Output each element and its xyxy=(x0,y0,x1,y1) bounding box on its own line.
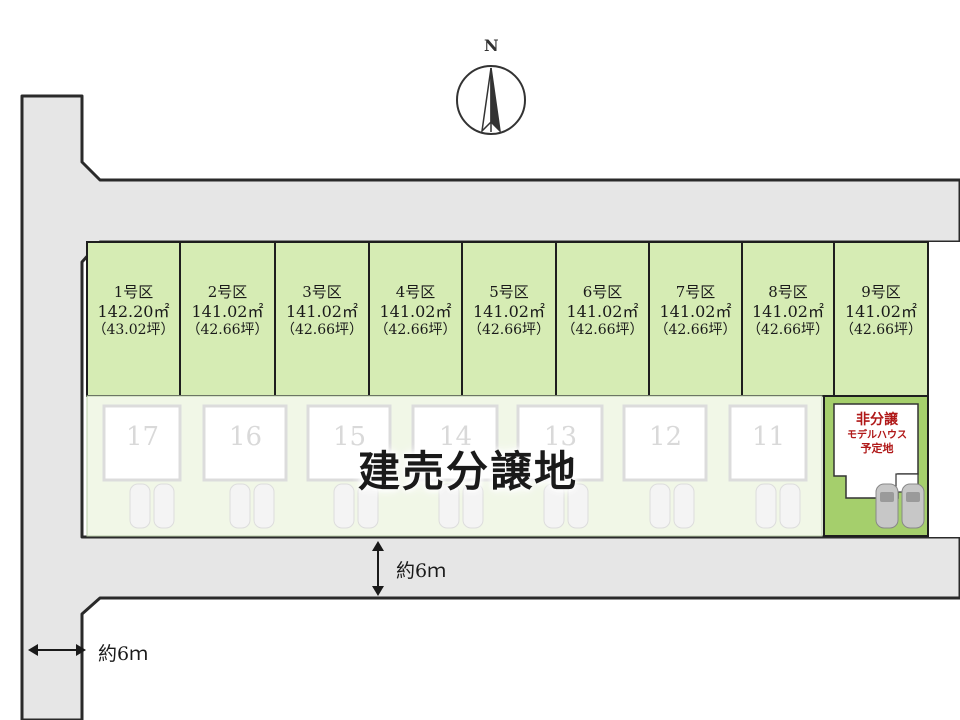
lot-8 xyxy=(741,241,835,397)
lot-area: 141.02㎡ xyxy=(191,301,264,321)
existing-houses xyxy=(102,404,808,529)
site-title: 建売分譲地 xyxy=(358,447,579,496)
lot-name: 1号区 xyxy=(113,283,154,301)
lot-name: 5号区 xyxy=(489,283,529,301)
car-icon xyxy=(253,483,275,529)
model-line-3: 予定地 xyxy=(860,442,894,455)
lot-name: 8号区 xyxy=(768,283,808,301)
existing-house-outline xyxy=(202,404,288,482)
car-icon xyxy=(438,483,460,529)
car-icon xyxy=(875,483,899,529)
house-number: 14 xyxy=(439,422,473,452)
house-number: 13 xyxy=(544,422,578,452)
car-icon xyxy=(462,483,484,529)
existing-house-outline xyxy=(728,404,808,482)
car-icon xyxy=(567,483,589,529)
house-number: 16 xyxy=(229,422,263,452)
lot-name: 4号区 xyxy=(395,283,436,301)
car-icon xyxy=(229,483,251,529)
car-icon xyxy=(543,483,565,529)
road-width-label-horizontal: 約6ｍ xyxy=(396,560,447,582)
car-icon xyxy=(153,483,175,529)
model-line-2: モデルハウス xyxy=(847,429,907,441)
lot-name: 6号区 xyxy=(582,283,623,301)
model-house-lot xyxy=(823,395,929,537)
lot-tsubo: （43.02坪） xyxy=(92,321,175,338)
lot-tsubo: （42.66坪） xyxy=(280,321,364,338)
car-icon xyxy=(673,483,695,529)
road-width-label-vertical: 約6ｍ xyxy=(98,643,149,665)
existing-house-outline xyxy=(306,404,392,482)
lot-1 xyxy=(86,241,181,397)
lot-area: 141.02㎡ xyxy=(379,301,452,321)
lot-area: 142.20㎡ xyxy=(97,301,170,321)
dimension-arrow-horizontal-road xyxy=(372,541,384,596)
lot-area: 141.02㎡ xyxy=(566,301,639,321)
model-line-1: 非分譲 xyxy=(856,412,898,428)
lot-area: 141.02㎡ xyxy=(845,301,917,321)
lot-tsubo: （42.66坪） xyxy=(186,321,269,338)
car-icon xyxy=(357,483,379,529)
lot-name: 9号区 xyxy=(861,283,901,301)
lot-tsubo: （42.66坪） xyxy=(467,321,551,338)
lot-tsubo: （42.66坪） xyxy=(561,321,644,338)
car-icon xyxy=(901,483,925,529)
road-east-gap xyxy=(928,242,960,537)
car-icon xyxy=(333,483,355,529)
existing-house-outline xyxy=(411,404,499,482)
lot-name: 7号区 xyxy=(675,283,716,301)
lot-tsubo: （42.66坪） xyxy=(746,321,830,338)
roads xyxy=(20,94,960,720)
lot-9 xyxy=(833,241,929,397)
lot-tsubo: （42.66坪） xyxy=(654,321,737,338)
lot-7 xyxy=(648,241,743,397)
car-icon xyxy=(129,483,151,529)
house-number: 15 xyxy=(333,422,367,452)
existing-house-outline xyxy=(622,404,708,482)
car-icon xyxy=(649,483,671,529)
north-arrow-icon xyxy=(456,65,526,135)
dimension-arrow-vertical-road xyxy=(28,644,86,656)
lot-tsubo: （42.66坪） xyxy=(839,321,923,338)
compass-label: N xyxy=(484,36,499,55)
lot-area: 141.02㎡ xyxy=(752,301,824,321)
model-house-label: 非分譲 モデルハウス 予定地 xyxy=(830,412,924,456)
lot-name: 3号区 xyxy=(302,283,342,301)
car-icon xyxy=(779,483,801,529)
lot-area: 141.02㎡ xyxy=(659,301,732,321)
existing-house-outline xyxy=(516,404,604,482)
house-number: 12 xyxy=(649,422,683,452)
existing-house-outline xyxy=(102,404,182,482)
lot-tsubo: （42.66坪） xyxy=(374,321,457,338)
lot-name: 2号区 xyxy=(207,283,248,301)
lot-area: 141.02㎡ xyxy=(473,301,545,321)
lot-area: 141.02㎡ xyxy=(286,301,358,321)
car-icon xyxy=(755,483,777,529)
house-number: 17 xyxy=(126,422,160,452)
lots xyxy=(86,241,929,397)
house-number: 11 xyxy=(752,422,786,452)
